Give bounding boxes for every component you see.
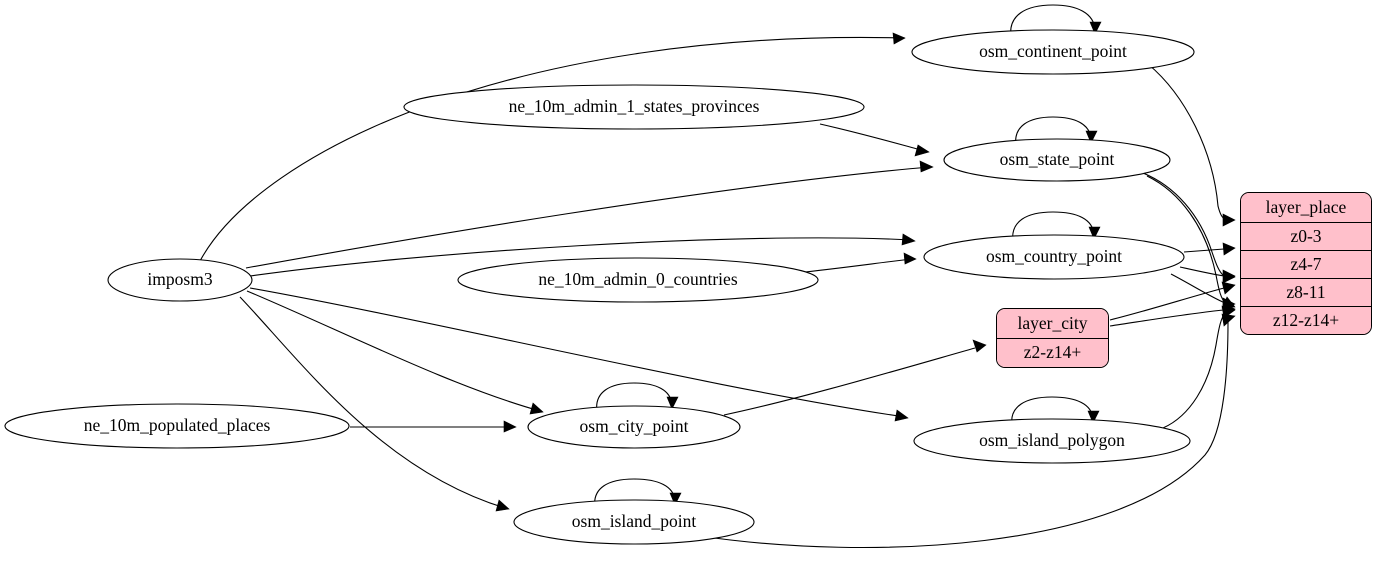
record-node-layer-city[interactable]: layer_city z2-z14+	[996, 308, 1109, 368]
record-row-layer-place-z4-7[interactable]: z4-7	[1241, 250, 1371, 278]
node-label-osm-city-point: osm_city_point	[580, 416, 689, 436]
node-ne-10m-admin-0-countries[interactable]: ne_10m_admin_0_countries	[457, 257, 819, 303]
node-osm-country-point[interactable]: osm_country_point	[923, 234, 1185, 280]
node-osm-island-polygon[interactable]: osm_island_polygon	[913, 418, 1191, 464]
node-label-ne-10m-admin-1-states-provinces: ne_10m_admin_1_states_provinces	[509, 96, 760, 116]
edge-osm-country-point-to-layer-place-z8-11	[1179, 266, 1236, 284]
node-label-osm-country-point: osm_country_point	[986, 246, 1122, 266]
edge-osm-island-point-to-layer-place-z12	[699, 313, 1236, 549]
edge-osm-continent-point-self-loop	[1010, 4, 1102, 38]
record-row-layer-city-z2-z14plus[interactable]: z2-z14+	[997, 338, 1108, 367]
node-label-osm-island-point: osm_island_point	[572, 511, 697, 531]
edge-ne-countries-to-osm-country-point	[804, 252, 917, 273]
node-label-osm-state-point: osm_state_point	[1000, 149, 1115, 169]
edge-osm-state-point-to-layer-place-z12	[1146, 175, 1236, 311]
edges-layer	[199, 4, 1236, 549]
edge-osm-country-point-to-layer-place-z4-7	[1183, 242, 1236, 256]
node-osm-continent-point[interactable]: osm_continent_point	[911, 29, 1195, 75]
record-title-layer-city: layer_city	[997, 309, 1108, 338]
node-osm-island-point[interactable]: osm_island_point	[513, 499, 755, 545]
edge-ne-populated-to-osm-city-point	[350, 420, 517, 433]
node-label-ne-10m-admin-0-countries: ne_10m_admin_0_countries	[538, 269, 737, 289]
edge-imposm3-to-osm-island-polygon	[249, 287, 909, 422]
node-label-imposm3: imposm3	[147, 269, 212, 289]
node-osm-city-point[interactable]: osm_city_point	[527, 405, 741, 449]
edge-layer-city-to-layer-place-z8-11	[1109, 281, 1236, 321]
node-ne-10m-populated-places[interactable]: ne_10m_populated_places	[4, 403, 350, 449]
edge-osm-continent-point-to-layer-place-z0-3	[1147, 63, 1236, 227]
edge-imposm3-to-osm-state-point	[245, 160, 934, 269]
node-osm-state-point[interactable]: osm_state_point	[943, 138, 1171, 182]
node-label-osm-island-polygon: osm_island_polygon	[979, 430, 1125, 450]
node-label-osm-continent-point: osm_continent_point	[979, 41, 1127, 61]
node-ne-10m-admin-1-states-provinces[interactable]: ne_10m_admin_1_states_provinces	[403, 84, 865, 130]
edge-osm-country-point-self-loop	[1012, 211, 1101, 243]
edge-ne-states-to-osm-state-point	[819, 123, 930, 157]
edge-osm-state-point-self-loop	[1015, 116, 1098, 147]
node-label-ne-10m-populated-places: ne_10m_populated_places	[84, 415, 271, 435]
edge-imposm3-to-osm-city-point	[246, 290, 544, 415]
nodes-layer: imposm3 ne_10m_admin_1_states_provinces …	[4, 29, 1195, 545]
edge-imposm3-to-osm-island-point	[239, 296, 510, 512]
edge-osm-city-point-to-layer-city	[723, 339, 987, 416]
record-row-layer-place-z12-z14plus[interactable]: z12-z14+	[1241, 306, 1371, 334]
record-row-layer-place-z8-11[interactable]: z8-11	[1241, 278, 1371, 306]
record-row-layer-place-z0-3[interactable]: z0-3	[1241, 222, 1371, 250]
edge-osm-island-polygon-self-loop	[1011, 396, 1100, 427]
node-imposm3[interactable]: imposm3	[107, 258, 253, 302]
edge-imposm3-to-osm-continent-point	[199, 32, 906, 262]
record-node-layer-place[interactable]: layer_place z0-3 z4-7 z8-11 z12-z14+	[1240, 192, 1372, 335]
edge-osm-island-point-self-loop	[594, 478, 682, 509]
edge-imposm3-to-osm-country-point	[249, 233, 916, 277]
edge-osm-city-point-self-loop	[596, 382, 679, 413]
record-title-layer-place: layer_place	[1241, 193, 1371, 222]
